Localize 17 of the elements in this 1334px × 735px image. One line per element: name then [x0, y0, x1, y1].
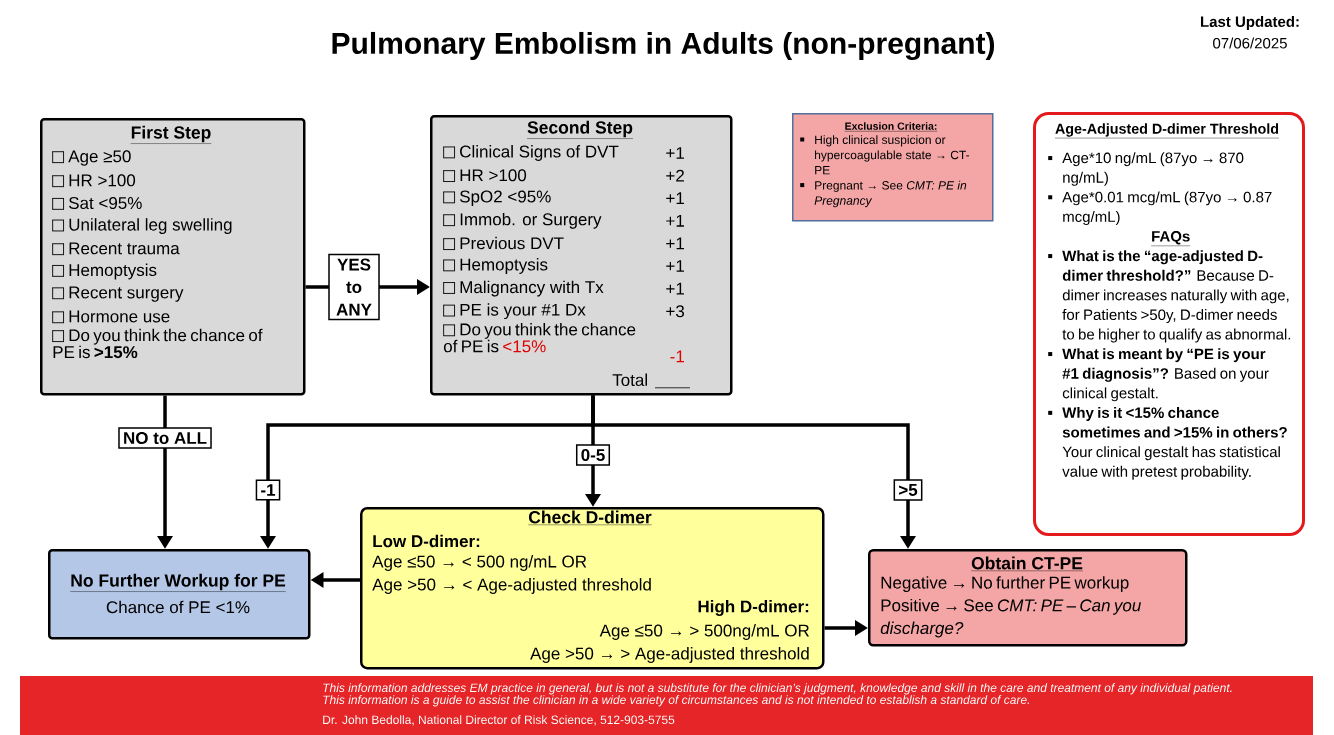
- process-box: Check D-dimer Low D-dimer: Age ≤50 → < 500 ng/mL OR Age >50 → < Age-adjusted threshold High D-dimer: Age ≤50 → > 500ng/mL OR Age >50 → > Age-adjusted threshold: [360, 507, 825, 670]
- title: Pulmonary Embolism in Adults (non-pregnant): [332, 31, 995, 61]
- edge-label: 0-5: [575, 444, 611, 466]
- criteria-box: Exclusion Criteria: High clinical suspicion or hypercoagulable state → CT-PE Pregnant → See CMT: PE in Pregnancy: [792, 113, 994, 222]
- update-label: Last Updated:: [1201, 16, 1299, 30]
- edge-label: >5: [893, 479, 923, 501]
- outcome-box: Obtain CT-PE Negative → No further PE workup Positive → See CMT: PE – Can you discharge?: [868, 549, 1188, 647]
- disclaimer-text: This information addresses EM practice in general, but is not a substitute for the clinician’s judgment, knowledge and skill in the care and treatment of any individual patient. This information is a guide to assist the clinician in a wide variety of circumstances and is not intended to establish a standard of care.: [323, 683, 1232, 707]
- update-date: 07/06/2025: [1213, 37, 1287, 49]
- edge-label: NO to ALL: [118, 427, 212, 449]
- outcome-box: No Further Workup for PE Chance of PE <1%: [48, 549, 311, 640]
- author-text: Dr. John Bedolla, National Director of Risk Science, 512-903-5755: [323, 715, 675, 726]
- info-box: Age-Adjusted D-dimer Threshold Age*10 ng/mL (87yo → 870 ng/mL) Age*0.01 mcg/mL (87yo → 0.87 mcg/mL) FAQs What is the “age-adjusted D-dimer threshold?” Because D-dimer increases naturally with age, for Patients >50y, D-dimer needs to be higher to qualify as abnormal. What is meant by “PE is your #1 diagnosis”? Based on your clinical gestalt. Why is it <15% chance sometimes and >15% in others? Your clinical gestalt has statistical value with pretest probability.: [1033, 112, 1305, 536]
- checklist-box: First Step Age ≥50 HR >100 Sat <95% Unilateral leg swelling Recent trauma Hemoptysis Recent surgery Hormone use Do you think the chance of PE is >15%: [40, 118, 306, 396]
- score-box: Second Step Clinical Signs of DVT +1 HR >100 +2 SpO2 <95% +1 Immob. or Surgery +1 Previous DVT +1 Hemoptysis +1 Malignancy with Tx +1 PE is your #1 Dx +3 Do you think the chance of PE is <15% -1 Total: [430, 115, 733, 396]
- edge-label: -1: [255, 479, 281, 501]
- edge-label: YES to ANY: [328, 253, 380, 321]
